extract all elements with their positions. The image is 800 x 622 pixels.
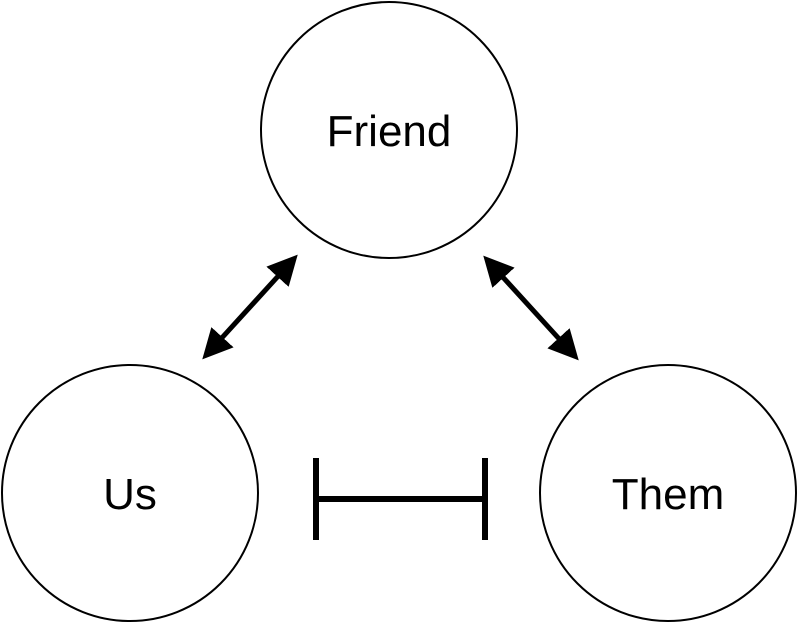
node-us-label: Us	[103, 470, 157, 519]
node-us: Us	[1, 364, 259, 622]
node-them-circle	[539, 364, 797, 622]
node-us-circle	[1, 364, 259, 622]
node-friend: Friend	[260, 1, 518, 259]
edge-friend-them-arrow	[483, 255, 579, 361]
node-friend-label: Friend	[327, 107, 452, 156]
node-them: Them	[539, 364, 797, 622]
edge-us-friend-arrow	[202, 254, 298, 360]
node-them-label: Them	[612, 470, 724, 519]
node-friend-circle	[260, 1, 518, 259]
edge-us-them-bar	[313, 458, 488, 540]
